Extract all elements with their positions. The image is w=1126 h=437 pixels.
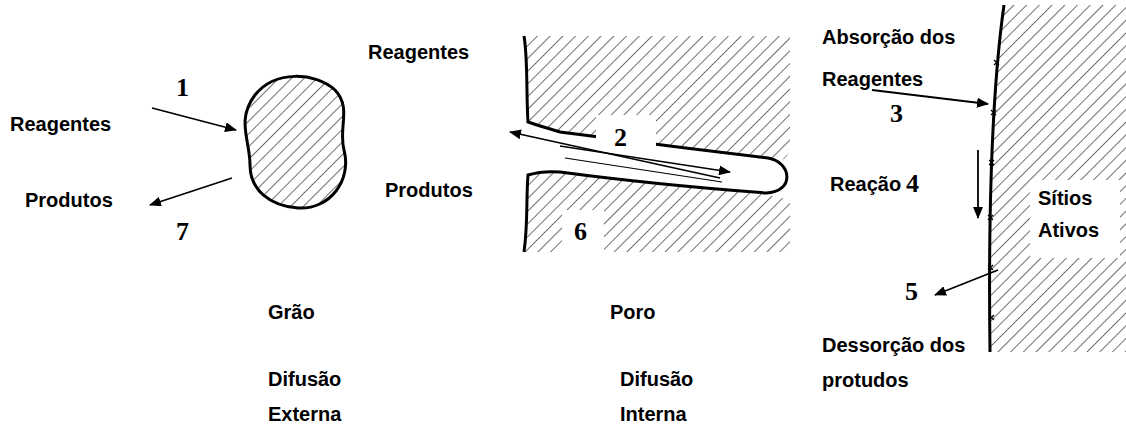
label: Reagentes	[10, 112, 111, 136]
label: Sítios Ativos	[1038, 182, 1114, 246]
patch	[1030, 180, 1120, 258]
label: Grão	[268, 300, 315, 324]
surface	[990, 5, 1004, 352]
label: Reação	[830, 172, 901, 196]
arrow	[872, 90, 988, 104]
callout-number: 1	[176, 74, 189, 102]
pore-line	[565, 158, 722, 182]
callout-number: 2	[614, 124, 627, 152]
arrow	[150, 178, 232, 205]
callout-number: 5	[905, 278, 918, 306]
label: Difusão Externa	[268, 362, 368, 432]
arrow	[935, 270, 998, 295]
label: Absorção dos Reagentes	[822, 16, 982, 100]
label: Produtos	[385, 178, 473, 202]
callout-number: 3	[890, 100, 903, 128]
patch	[562, 210, 604, 252]
callout-number: 4	[906, 170, 919, 198]
label: Difusão Interna	[620, 362, 720, 432]
callout-number: 6	[574, 218, 587, 246]
arrow	[560, 146, 730, 172]
label: Poro	[610, 300, 656, 324]
surface-solid	[990, 5, 1126, 352]
active-sites	[988, 60, 999, 320]
arrow	[152, 108, 236, 130]
label: Dessorção dos protudos	[822, 328, 992, 398]
grain	[245, 76, 346, 208]
callout-number: 7	[176, 218, 189, 246]
label: Reagentes	[368, 40, 469, 64]
label: Produtos	[25, 188, 113, 212]
arrow	[977, 150, 979, 218]
solid-upper	[524, 36, 790, 161]
